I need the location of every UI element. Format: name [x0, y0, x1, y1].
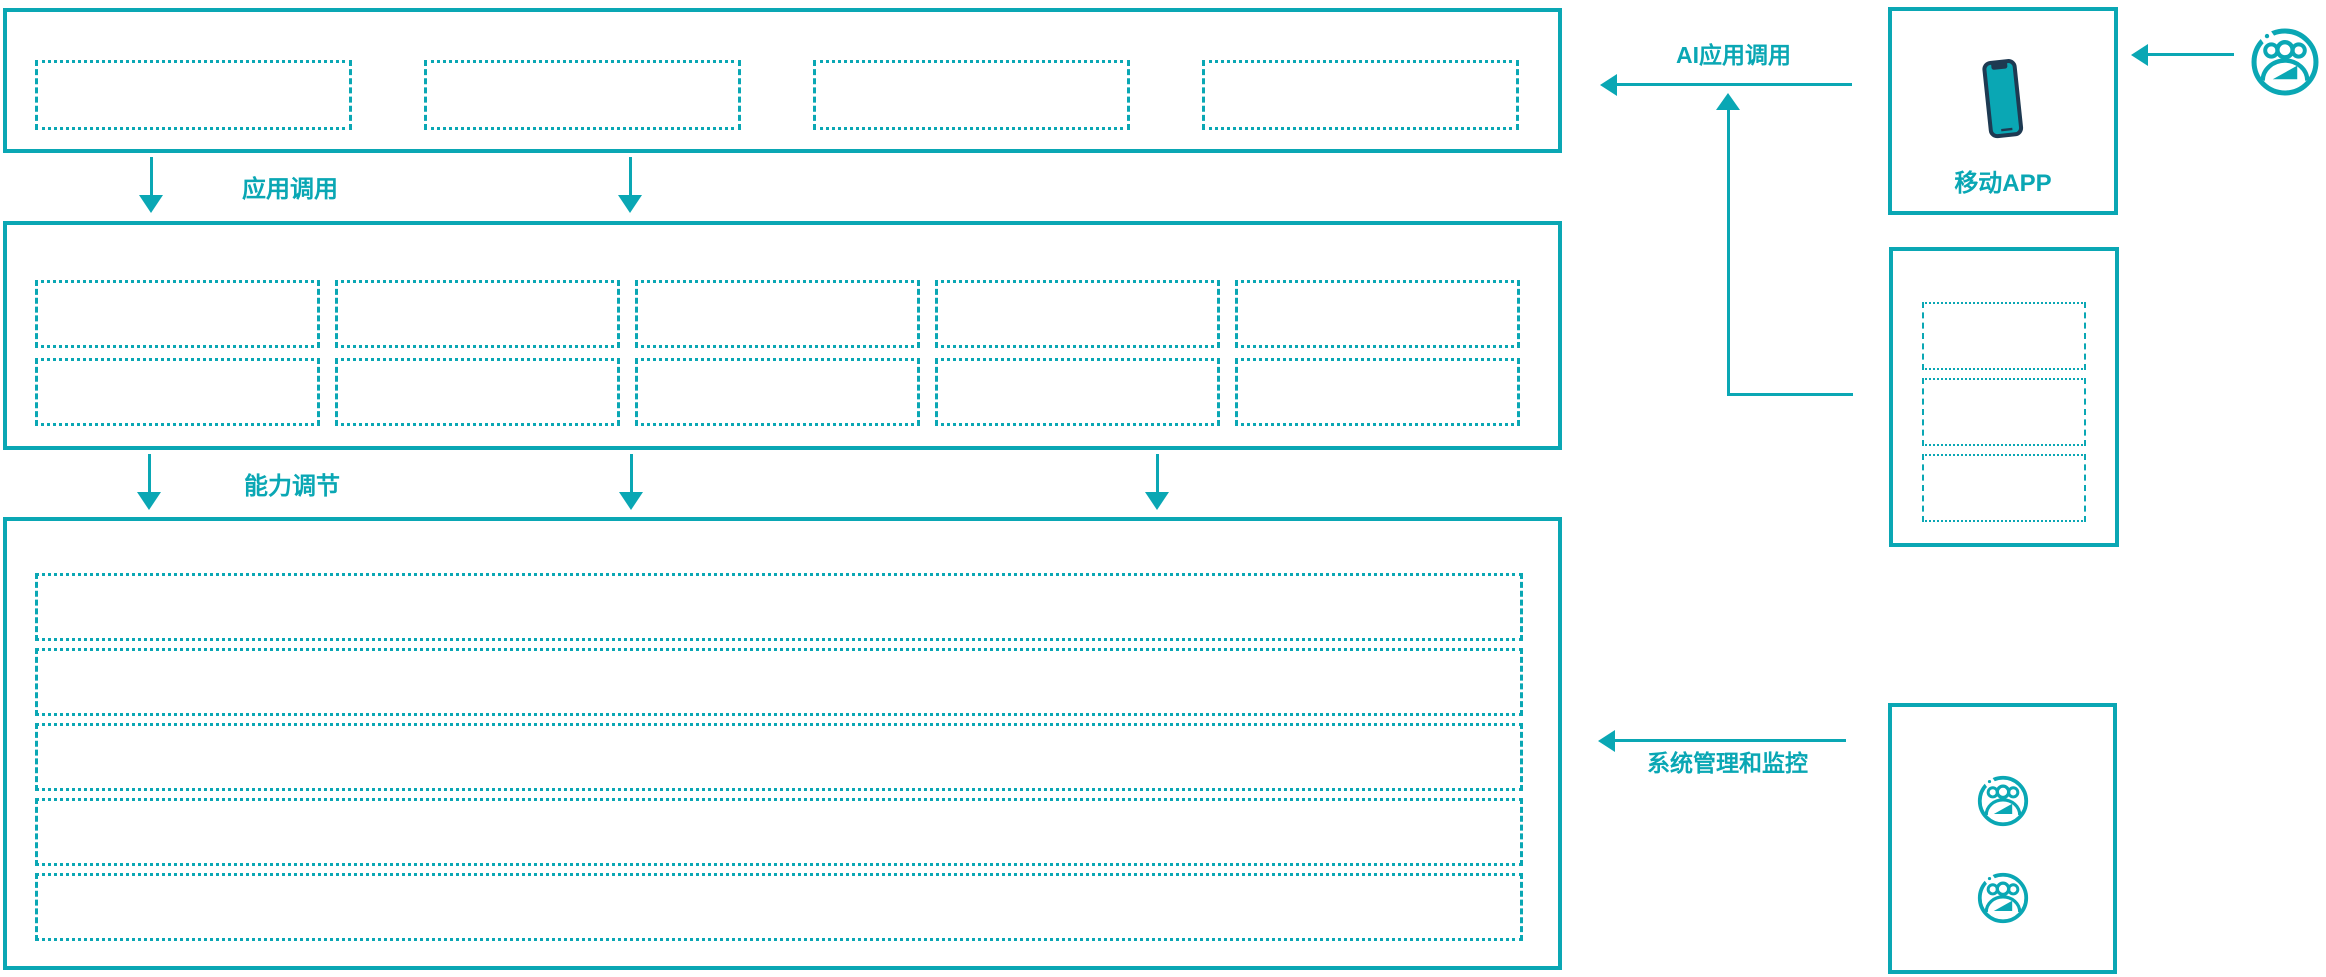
admin-monitor-panel — [1888, 703, 2117, 974]
placeholder-box — [335, 358, 620, 426]
mobile-app-label: 移动APP — [1954, 170, 2052, 197]
arrow-down-icon — [618, 195, 642, 213]
placeholder-box — [35, 798, 1523, 866]
capability-arrow-line — [630, 454, 633, 494]
arrow-left-icon — [1600, 74, 1617, 96]
placeholder-box — [35, 648, 1523, 716]
mobile-app-panel: 移动APP — [1888, 7, 2118, 215]
placeholder-box — [35, 60, 352, 130]
system-monitor-arrow-line — [1615, 739, 1846, 742]
arrow-down-icon — [619, 492, 643, 510]
arrow-up-icon — [1716, 93, 1740, 110]
placeholder-box — [1922, 454, 2086, 522]
user-group-icon — [2249, 26, 2321, 98]
capability-arrow-line — [1156, 454, 1159, 494]
ai-app-call-arrow-line — [1617, 83, 1852, 86]
stack-connector-horizontal-line — [1727, 393, 1853, 396]
placeholder-box — [1922, 378, 2086, 446]
app-call-arrow-line — [150, 157, 153, 197]
middle-capability-layer-panel — [3, 221, 1562, 450]
placeholder-box — [1202, 60, 1519, 130]
arrow-down-icon — [137, 492, 161, 510]
placeholder-box — [813, 60, 1130, 130]
placeholder-box — [635, 280, 920, 348]
placeholder-box — [1922, 302, 2086, 370]
placeholder-box — [935, 280, 1220, 348]
placeholder-box — [635, 358, 920, 426]
user-to-app-arrow-line — [2147, 53, 2234, 56]
placeholder-box — [335, 280, 620, 348]
arrow-down-icon — [139, 195, 163, 213]
system-monitor-label: 系统管理和监控 — [1647, 750, 1808, 776]
top-application-layer-panel — [3, 8, 1562, 153]
placeholder-box — [35, 280, 320, 348]
arrow-down-icon — [1145, 492, 1169, 510]
placeholder-box — [35, 873, 1523, 941]
arrow-left-icon — [1598, 730, 1615, 752]
placeholder-box — [935, 358, 1220, 426]
mobile-phone-icon — [1982, 59, 2024, 139]
service-stack-panel — [1889, 247, 2119, 547]
user-group-icon — [1976, 774, 2030, 828]
app-call-label: 应用调用 — [242, 176, 338, 203]
user-group-icon — [1976, 871, 2030, 925]
bottom-platform-layer-panel — [3, 517, 1562, 970]
placeholder-box — [1235, 280, 1520, 348]
capability-arrow-line — [148, 454, 151, 494]
placeholder-box — [35, 573, 1523, 641]
ai-app-call-label: AI应用调用 — [1676, 42, 1791, 68]
placeholder-box — [424, 60, 741, 130]
placeholder-box — [35, 358, 320, 426]
placeholder-box — [35, 723, 1523, 791]
placeholder-box — [1235, 358, 1520, 426]
app-call-arrow-line — [629, 157, 632, 197]
stack-connector-vertical-line — [1727, 108, 1730, 395]
arrow-left-icon — [2131, 44, 2148, 66]
capability-adjust-label: 能力调节 — [244, 473, 340, 500]
